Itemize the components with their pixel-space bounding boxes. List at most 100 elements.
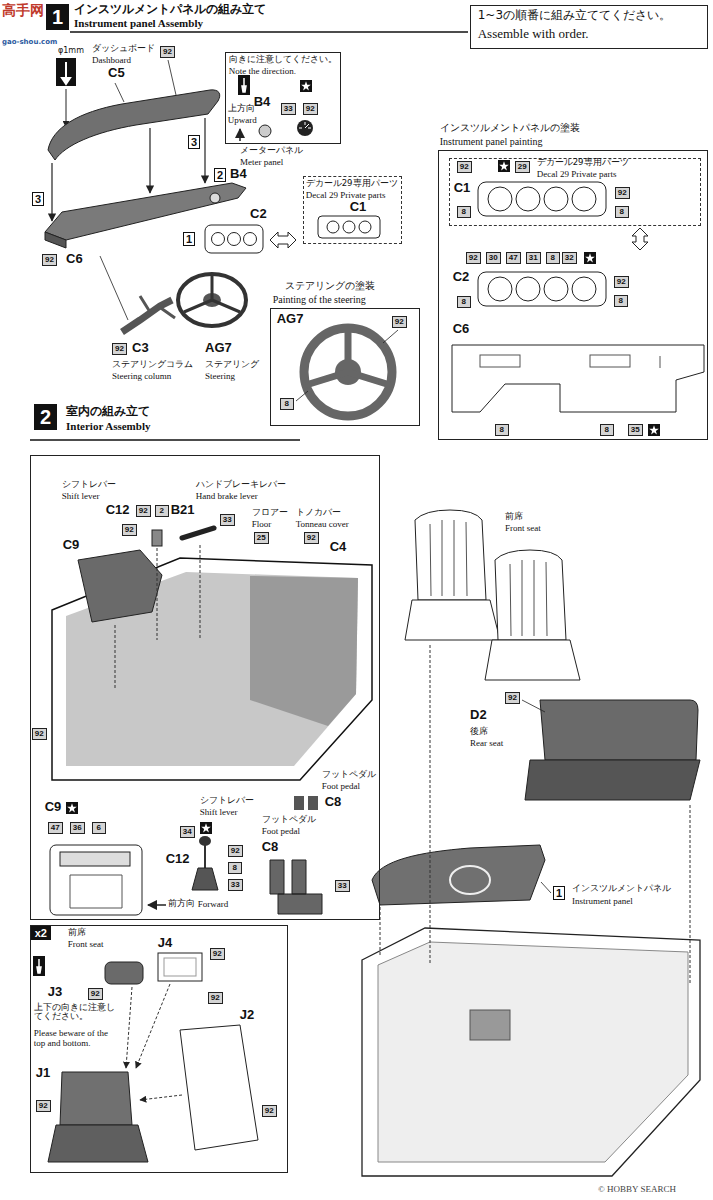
part-name-en: Meter panel	[240, 157, 283, 167]
watermark: © HOBBY SEARCH	[598, 1184, 676, 1194]
front-seat-art	[405, 600, 500, 640]
part-name-ja: 前席	[68, 928, 86, 938]
paint-number: 2	[155, 505, 169, 517]
part-number: C8	[325, 795, 342, 810]
shift-lever-part	[204, 845, 206, 868]
front-seat-parts-art	[48, 1125, 148, 1162]
steering-column-part	[100, 256, 128, 320]
paint-number: 29	[515, 161, 530, 173]
interior-assembly-art	[378, 942, 688, 1162]
steering-painting-art	[306, 330, 390, 385]
steering-column-part	[140, 296, 175, 318]
part-name-ja: シフトレバー	[200, 796, 254, 806]
decal-meter-part	[318, 216, 380, 238]
order-number: 3	[188, 135, 200, 149]
direction-note-art	[300, 80, 312, 92]
rear-seat-art	[522, 700, 545, 712]
part-number: B4	[230, 167, 247, 182]
paint-number: 8	[615, 206, 629, 218]
meter-panel-part	[212, 233, 225, 246]
watermark: gao-shou.com	[2, 38, 57, 46]
steering-wheel-part	[178, 274, 246, 326]
paint-number: 8	[280, 398, 294, 410]
floor-tub-part	[157, 548, 158, 640]
front-seat-parts-art	[126, 987, 132, 1068]
interior-assembly-art	[690, 805, 691, 985]
dashboard-part	[48, 90, 220, 160]
direction-note-box: 向きに注意してください。Note the direction. 上方向Upward…	[225, 52, 341, 144]
part-number: C8	[262, 840, 279, 855]
part-name-en: Instrument panel	[572, 896, 633, 906]
meter-panel-part	[205, 225, 296, 253]
part-name-ja: 向きに注意してください。	[229, 55, 337, 65]
part-number: B21	[171, 503, 195, 518]
front-seat-parts-art	[33, 956, 45, 976]
paint-number: 33	[228, 879, 243, 891]
front-seat-parts-art	[136, 984, 170, 1068]
part-number: J4	[158, 936, 172, 951]
part-name-ja: 上方向	[228, 104, 255, 114]
box-heading-en: Instrument panel painting	[440, 136, 543, 148]
panel-painting-art	[480, 355, 520, 367]
rear-seat-art	[525, 760, 700, 800]
panel-painting-art	[572, 187, 596, 211]
part-name-ja: ハンドブレーキレバー	[196, 480, 286, 490]
part-number: C2	[453, 270, 470, 285]
part-name-en: Decal 29 Private parts	[537, 169, 617, 179]
panel-painting-art	[590, 355, 630, 367]
front-seat-art	[495, 550, 566, 640]
panel-painting-art	[516, 187, 540, 211]
assembly-arrow	[204, 118, 205, 183]
panel-painting-art	[544, 277, 568, 301]
panel-painting-art	[488, 277, 512, 301]
paint-number: 92	[36, 1100, 51, 1112]
paint-number: 8	[457, 296, 471, 308]
interior-assembly-art	[541, 882, 551, 893]
interior-assembly-art	[470, 1010, 510, 1040]
part-name-en: Forward	[198, 899, 229, 909]
paint-number: 32	[562, 252, 577, 264]
front-seat-parts-art	[33, 953, 258, 1162]
panel-painting-art	[488, 187, 512, 211]
steering-column-part	[100, 256, 175, 332]
part-number: D2	[470, 708, 487, 723]
paint-number: 92	[42, 254, 57, 266]
part-number: AG7	[205, 341, 232, 356]
shift-lever-part	[148, 822, 218, 905]
panel-painting-art	[498, 160, 510, 172]
steering-painting-art	[383, 330, 398, 343]
part-name-ja: フットペダル	[322, 770, 376, 780]
part-name-en: Upward	[228, 115, 257, 125]
interior-assembly-art	[450, 866, 490, 894]
header-rule	[30, 32, 468, 440]
steering-painting-art	[304, 328, 392, 416]
direction-note-art	[297, 120, 313, 136]
front-seat-parts-art	[105, 962, 143, 984]
panel-painting-art	[452, 160, 704, 436]
paint-number: 92	[112, 343, 127, 355]
paint-number: 92	[466, 252, 481, 264]
direction-note-art	[238, 75, 250, 95]
paint-number: 8	[495, 424, 509, 436]
paint-number: 36	[70, 822, 85, 834]
steering-painting-art	[296, 328, 398, 416]
interior-assembly-art	[362, 928, 700, 1176]
paint-number: 92	[262, 1105, 277, 1117]
front-seat-parts-art	[180, 1025, 258, 1150]
header-rule	[30, 439, 300, 441]
interior-assembly-art	[362, 645, 700, 1176]
part-name-en: Dashboard	[92, 55, 131, 65]
part-number: C5	[108, 66, 125, 81]
part-name-ja: ダッシュボード	[92, 44, 155, 54]
paint-number: 92	[457, 161, 472, 173]
part-number: J3	[48, 985, 62, 1000]
paint-number: 25	[254, 532, 269, 544]
front-seat-art	[510, 560, 547, 636]
console-part	[66, 802, 78, 814]
part-name-en: Floor	[252, 519, 272, 529]
part-name-en: Note the direction.	[229, 66, 296, 76]
drill-icon	[56, 58, 76, 127]
front-seat-parts-art	[126, 984, 182, 1100]
step-title-en: Instrument panel Assembly	[74, 17, 203, 30]
meter-panel-part	[270, 232, 296, 248]
